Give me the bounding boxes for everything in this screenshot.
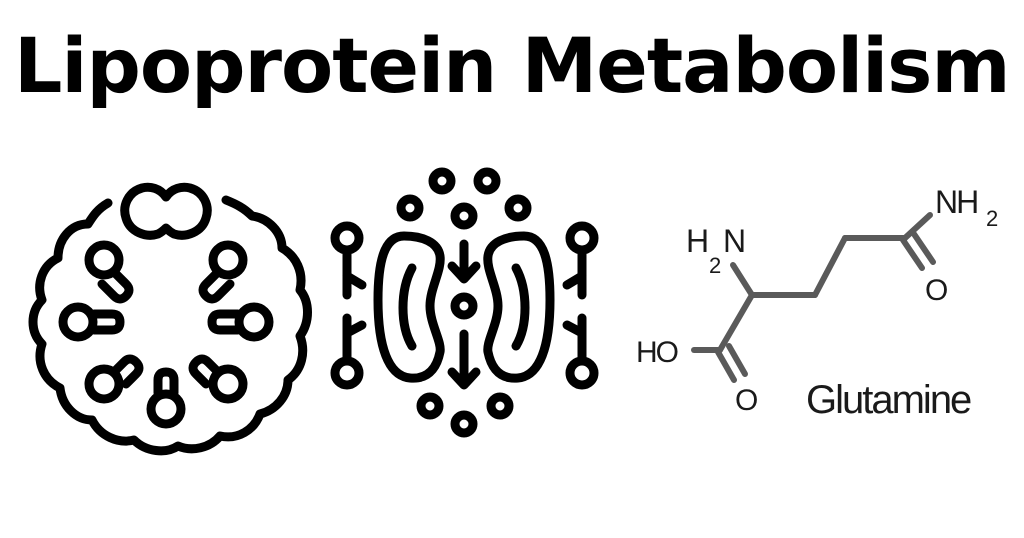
amide-oxygen-label: O (925, 274, 948, 307)
lipoprotein-particle-icon (28, 182, 312, 456)
amide-subscript: 2 (986, 206, 998, 231)
membrane-transport-icon (330, 167, 599, 438)
hydroxyl-label: HO (636, 336, 678, 369)
amine-nitrogen: N (723, 223, 746, 259)
glutamine-bonds (691, 212, 936, 383)
amine-label: H (686, 223, 709, 259)
page-title: Lipoprotein Metabolism (14, 21, 1011, 110)
molecule-name: Glutamine (806, 378, 971, 422)
glutamine-structure: H 2 N HO O NH 2 O Glutamine (636, 184, 998, 422)
amide-nh-label: NH (935, 184, 977, 220)
amine-subscript: 2 (709, 253, 721, 278)
carboxyl-oxygen-label: O (735, 384, 758, 417)
